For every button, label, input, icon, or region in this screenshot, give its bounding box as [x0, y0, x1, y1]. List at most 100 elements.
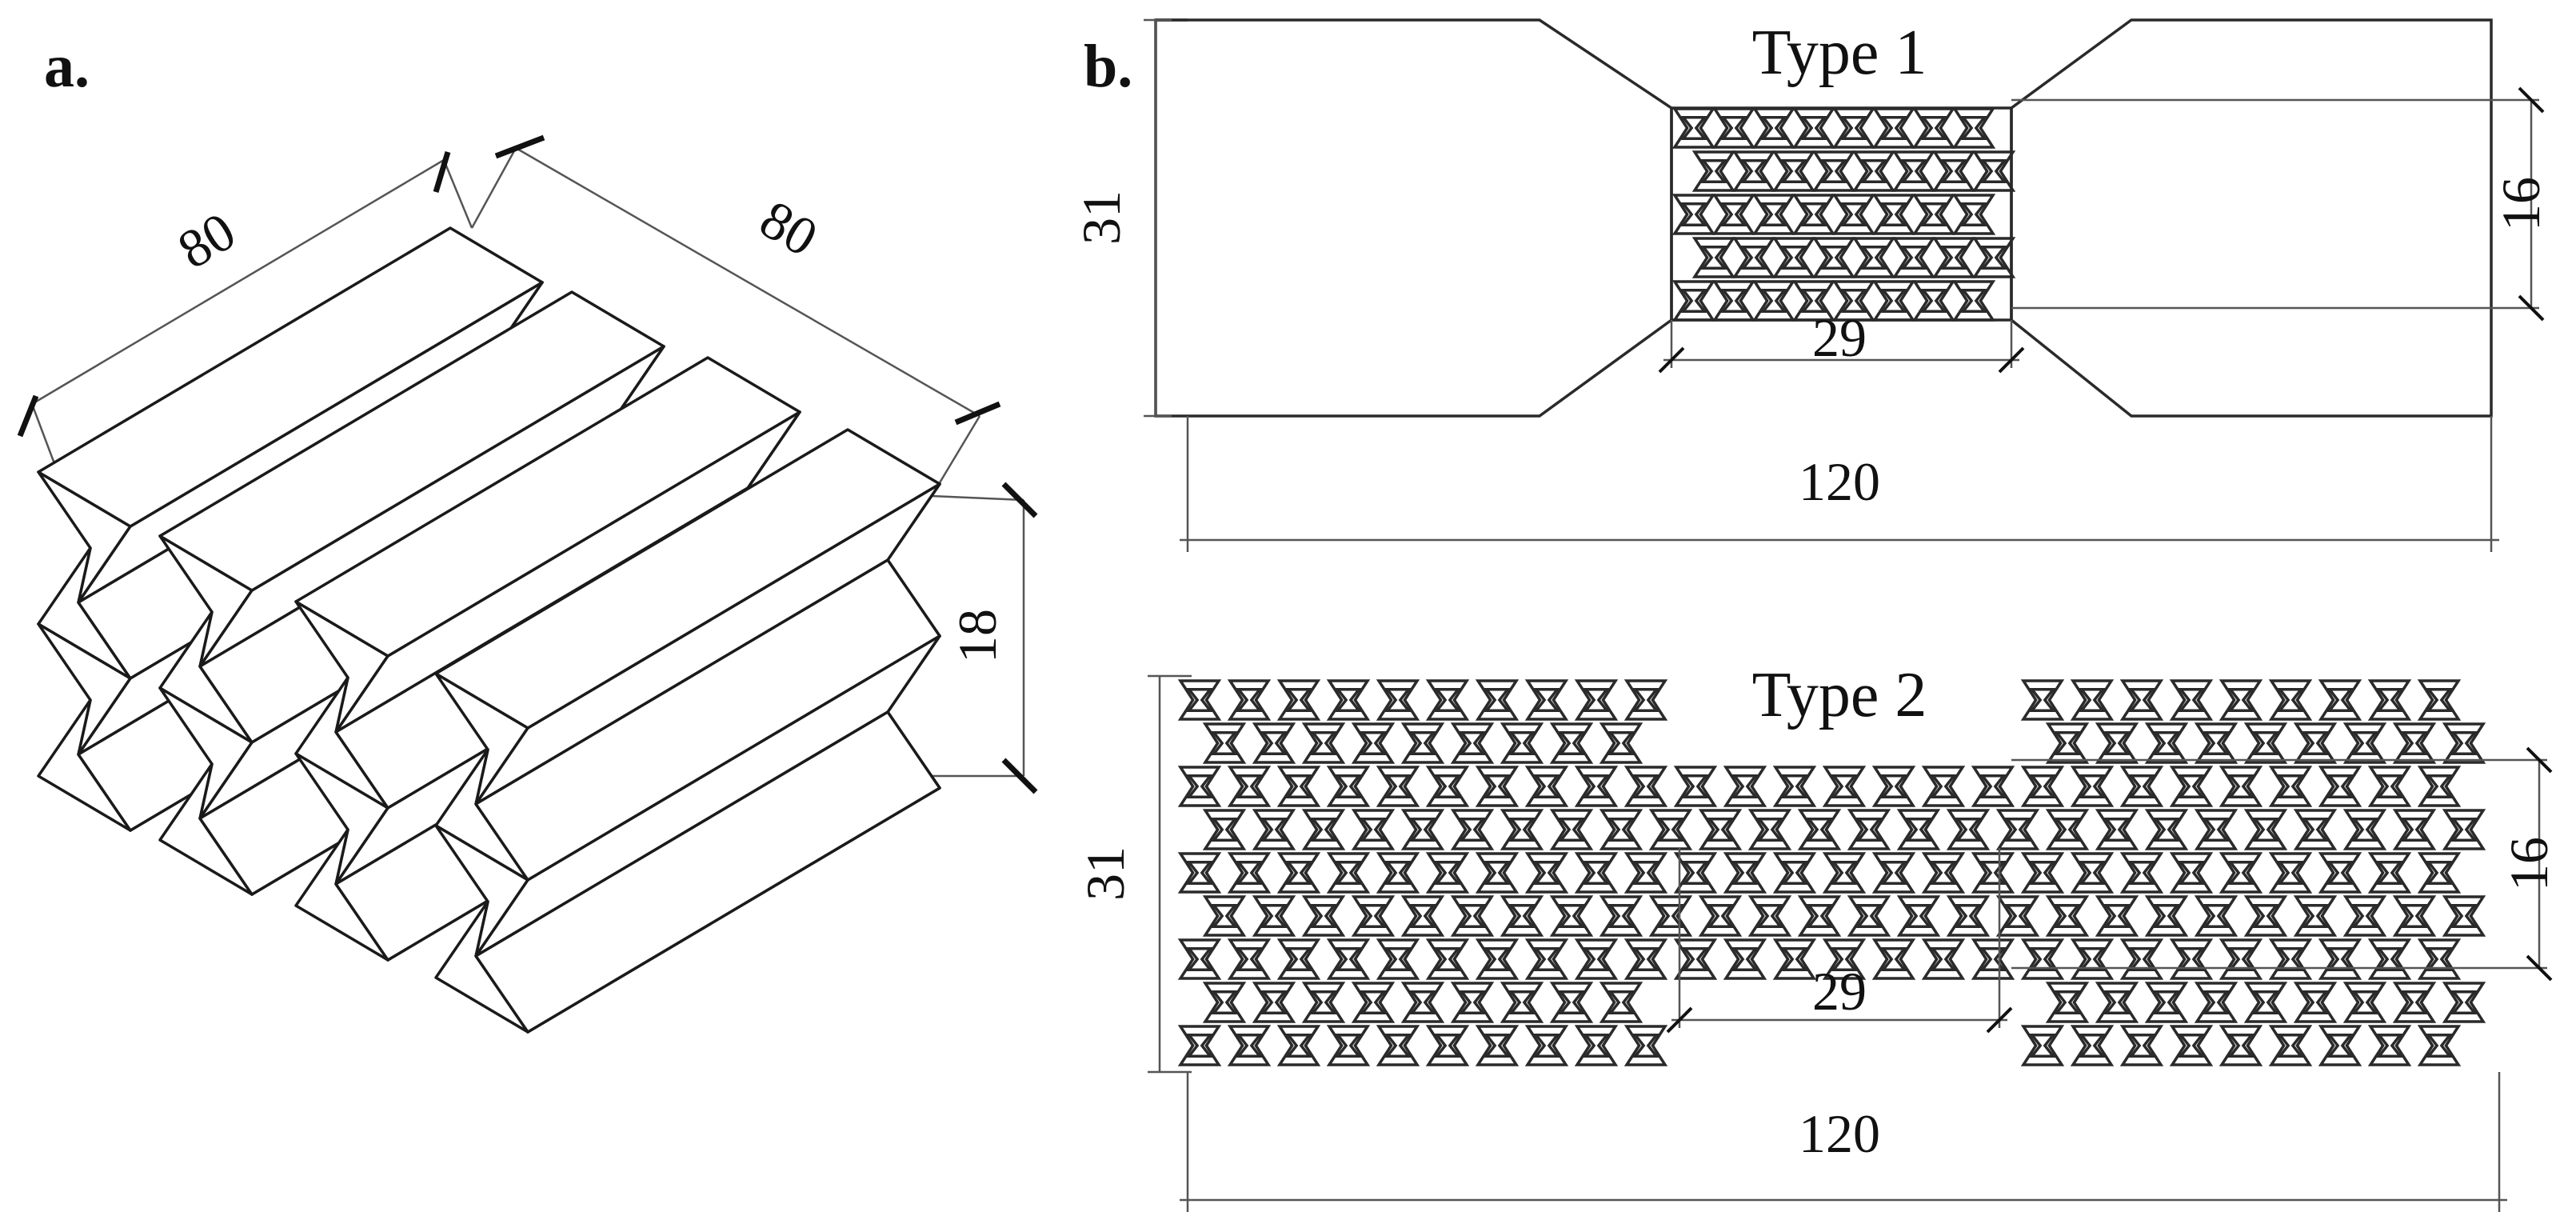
auxetic-cell-outer: [2045, 809, 2090, 850]
panel-a: a. 80 80 18: [17, 33, 1038, 1034]
auxetic-cell-inner: [2277, 861, 2304, 885]
auxetic-cell-outer: [2095, 895, 2139, 937]
auxetic-cell-outer: [1772, 938, 1817, 980]
auxetic-cell-outer: [1202, 895, 1247, 937]
auxetic-cell-inner: [1558, 731, 1585, 755]
auxetic-cell-outer: [2268, 1025, 2313, 1066]
auxetic-cell-inner: [2128, 861, 2155, 885]
auxetic-cell-outer: [2293, 809, 2338, 850]
auxetic-cell-outer: [1673, 938, 1718, 980]
auxetic-cell-inner: [2252, 818, 2279, 842]
auxetic-cell-outer: [2219, 766, 2263, 807]
auxetic-cell-inner: [1632, 774, 1659, 798]
auxetic-cell-inner: [1680, 289, 1707, 313]
auxetic-cell-inner: [2079, 861, 2106, 885]
auxetic-cell-outer: [1475, 679, 1520, 721]
auxetic-cell-outer: [1731, 150, 1776, 192]
auxetic-cell-outer: [1851, 237, 1896, 278]
auxetic-cell-inner: [2054, 990, 2081, 1014]
auxetic-cell-inner: [1657, 904, 1684, 928]
auxetic-cell-inner: [1880, 116, 1907, 140]
auxetic-cell-outer: [2070, 766, 2115, 807]
auxetic-cell-outer: [1475, 766, 1520, 807]
auxetic-cell-outer: [2144, 722, 2189, 764]
auxetic-cell-outer: [1524, 938, 1569, 980]
auxetic-cell-outer: [1871, 280, 1916, 322]
auxetic-cell-inner: [2178, 688, 2205, 712]
auxetic-cell-inner: [1979, 774, 2007, 798]
auxetic-cell-outer: [2194, 722, 2239, 764]
auxetic-cell-inner: [1211, 904, 1238, 928]
block-top-face: [294, 356, 801, 658]
auxetic-cell-inner: [2376, 1034, 2403, 1058]
auxetic-cell-outer: [1871, 852, 1916, 894]
auxetic-cell-inner: [2029, 947, 2056, 971]
auxetic-cell-outer: [1574, 938, 1619, 980]
auxetic-cell-outer: [1946, 895, 1991, 937]
auxetic-cell-inner: [2277, 947, 2304, 971]
auxetic-cell-outer: [1711, 280, 1756, 322]
auxetic-cell-inner: [1459, 990, 1486, 1014]
auxetic-cell-outer: [1711, 194, 1756, 235]
auxetic-cell-outer: [1623, 938, 1668, 980]
auxetic-cell-outer: [1177, 1025, 1222, 1066]
auxetic-cell-outer: [1648, 809, 1693, 850]
auxetic-cell-inner: [1720, 289, 1747, 313]
auxetic-cell-outer: [2219, 852, 2263, 894]
auxetic-cell-inner: [1409, 818, 1436, 842]
auxetic-cell-inner: [1484, 947, 1511, 971]
type-1-title: Type 1: [1752, 18, 1927, 88]
auxetic-cell-outer: [1574, 766, 1619, 807]
auxetic-cell-outer: [1475, 1025, 1520, 1066]
auxetic-cell-inner: [1533, 1034, 1560, 1058]
auxetic-cell-outer: [1276, 679, 1321, 721]
auxetic-cell-inner: [1855, 904, 1883, 928]
auxetic-cell-inner: [1905, 818, 1932, 842]
auxetic-cell-outer: [2268, 852, 2313, 894]
auxetic-cell-inner: [1756, 818, 1783, 842]
auxetic-cell-inner: [1781, 861, 1808, 885]
auxetic-cell-inner: [1409, 990, 1436, 1014]
auxetic-cell-outer: [2318, 766, 2362, 807]
auxetic-cell-inner: [1335, 774, 1362, 798]
auxetic-cell-outer: [2318, 679, 2362, 721]
auxetic-cell-outer: [1227, 852, 1272, 894]
auxetic-cell-inner: [2450, 818, 2478, 842]
auxetic-cell-inner: [1186, 688, 1213, 712]
auxetic-cell-outer: [1524, 1025, 1569, 1066]
auxetic-cell-inner: [1583, 688, 1610, 712]
auxetic-cell-inner: [2203, 990, 2230, 1014]
auxetic-cell-inner: [1409, 731, 1436, 755]
auxetic-cell-inner: [1979, 861, 2007, 885]
auxetic-cell-inner: [1731, 861, 1759, 885]
auxetic-cell-inner: [2128, 947, 2155, 971]
auxetic-cell-outer: [1425, 938, 1470, 980]
auxetic-cell-inner: [1940, 159, 1967, 183]
auxetic-cell-inner: [2450, 904, 2478, 928]
auxetic-cell-inner: [2376, 774, 2403, 798]
auxetic-cell-inner: [1700, 246, 1727, 270]
auxetic-cell-inner: [1740, 246, 1767, 270]
auxetic-cell-inner: [2178, 774, 2205, 798]
auxetic-cell-inner: [2326, 688, 2354, 712]
auxetic-cell-inner: [2401, 990, 2428, 1014]
auxetic-cell-inner: [2203, 731, 2230, 755]
auxetic-cell-outer: [1921, 766, 1966, 807]
auxetic-cell-inner: [1760, 116, 1787, 140]
auxetic-cell-inner: [1459, 904, 1486, 928]
auxetic-cell-inner: [1434, 947, 1461, 971]
auxetic-cell-inner: [1583, 947, 1610, 971]
auxetic-cell-inner: [1310, 904, 1337, 928]
auxetic-cell-inner: [2277, 774, 2304, 798]
auxetic-cell-outer: [1711, 107, 1756, 149]
type-2-dim-neck-width: 16: [2011, 746, 2559, 982]
auxetic-cell-outer: [1376, 852, 1420, 894]
auxetic-cell-outer: [2318, 852, 2362, 894]
auxetic-cell-outer: [2417, 938, 2462, 980]
auxetic-cell-outer: [2243, 982, 2288, 1023]
auxetic-cell-inner: [1930, 861, 1957, 885]
auxetic-cell-outer: [1301, 722, 1346, 764]
auxetic-cell-inner: [1211, 731, 1238, 755]
auxetic-cell-outer: [2367, 938, 2412, 980]
auxetic-cell-inner: [1236, 947, 1263, 971]
